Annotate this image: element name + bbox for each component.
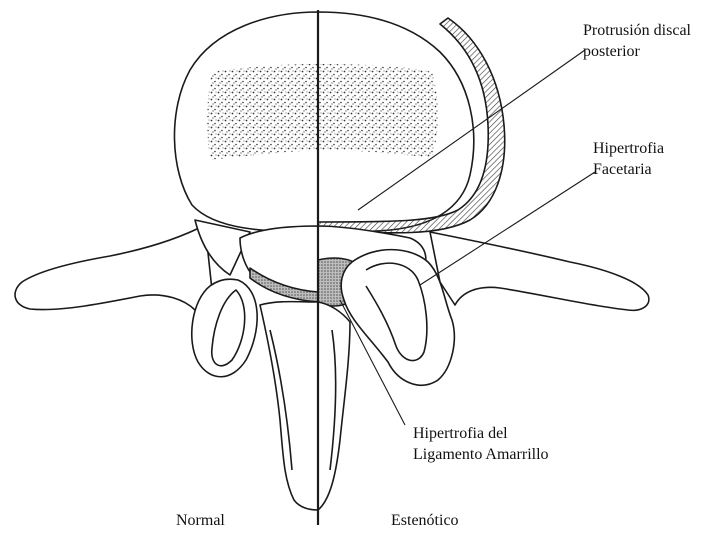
label-disc-protrusion-line2: posterior	[583, 41, 691, 62]
label-facet-hypertrophy-line1: Hipertrofia	[593, 138, 664, 159]
label-ligament-hypertrophy-line1: Hipertrofia del	[413, 423, 549, 444]
right-transverse-process	[430, 232, 649, 310]
cancellous-bone-left	[207, 64, 318, 160]
right-spinous-process	[318, 302, 350, 510]
normal-half	[15, 12, 318, 510]
left-transverse-process	[15, 225, 212, 310]
cancellous-bone-right	[318, 64, 438, 158]
label-facet-hypertrophy-line2: Facetaria	[593, 159, 664, 180]
label-disc-protrusion: Protrusión discal posterior	[583, 20, 691, 62]
label-ligament-hypertrophy-line2: Ligamento Amarrillo	[413, 444, 549, 465]
label-ligament-hypertrophy: Hipertrofia del Ligamento Amarrillo	[413, 423, 549, 465]
left-spinous-process	[260, 302, 318, 510]
label-disc-protrusion-line1: Protrusión discal	[583, 20, 691, 41]
label-normal: Normal	[176, 510, 225, 531]
label-facet-hypertrophy: Hipertrofia Facetaria	[593, 138, 664, 180]
label-stenotic: Estenótico	[391, 510, 459, 531]
